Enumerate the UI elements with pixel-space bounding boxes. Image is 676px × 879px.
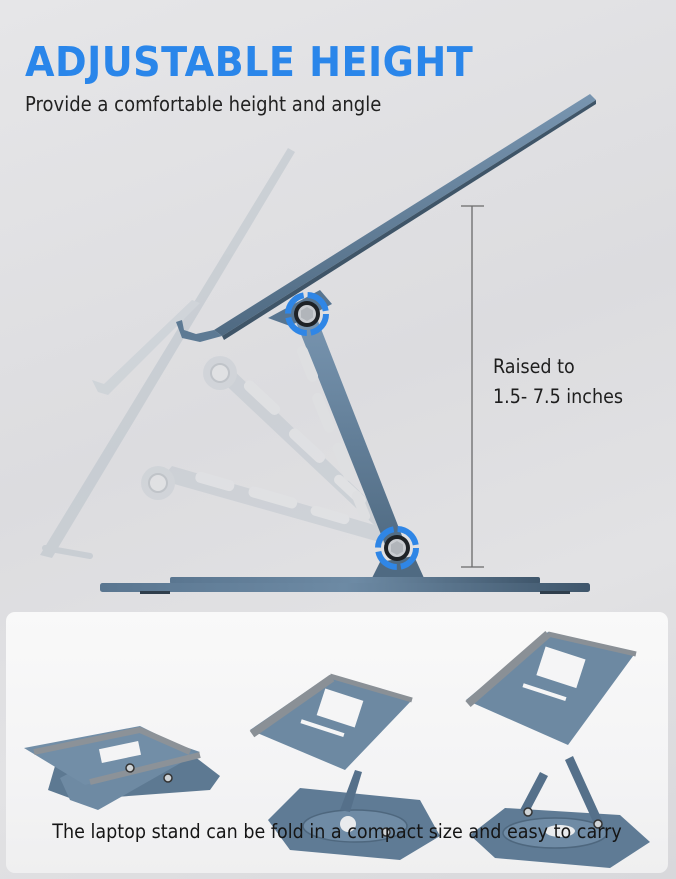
stand-partially-raised (249, 673, 440, 860)
page-title: ADJUSTABLE HEIGHT (25, 38, 474, 86)
laptop-tray (176, 94, 596, 342)
fold-caption: The laptop stand can be fold in a compac… (52, 820, 622, 843)
stand-states-illustration (24, 630, 650, 868)
support-arm (296, 316, 406, 552)
stand-side-view-illustration (40, 94, 596, 594)
page-subtitle: Provide a comfortable height and angle (25, 92, 382, 116)
height-range-label: Raised to 1.5- 7.5 inches (493, 352, 623, 412)
top-hinge-knob (285, 292, 329, 336)
stand-fully-raised (465, 630, 650, 868)
folding-showcase-panel: The laptop stand can be fold in a compac… (6, 612, 668, 873)
ghost-stand-positions (40, 148, 400, 559)
height-measurement-line (461, 205, 484, 568)
stand-folded (24, 726, 220, 810)
bottom-hinge-knob (375, 526, 419, 570)
height-range-value: 1.5- 7.5 inches (493, 385, 624, 408)
raised-to-text: Raised to (493, 355, 575, 378)
base-plate (100, 556, 590, 594)
